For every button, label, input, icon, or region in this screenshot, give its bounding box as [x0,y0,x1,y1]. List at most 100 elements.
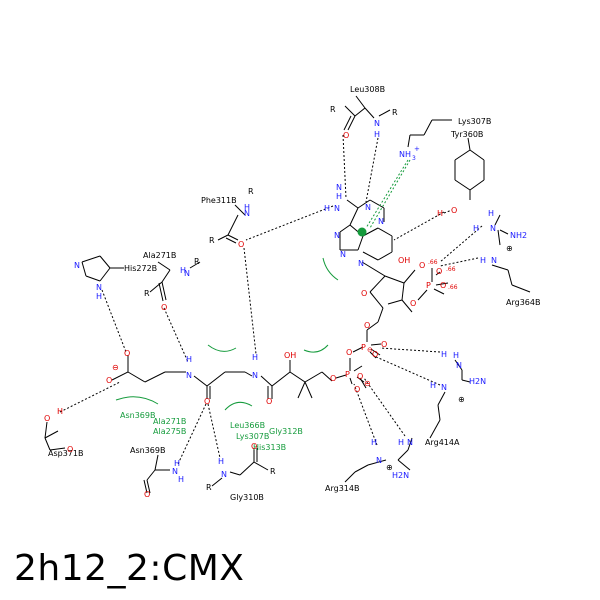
label-tyr360: Tyr360B [450,130,483,139]
label-arg414: Arg414A [425,438,460,447]
atom-r: R [144,289,150,298]
label-asn369: Asn369B [130,446,165,455]
pi-centroid [357,227,367,237]
atom-o: O [361,289,367,298]
atom-n: N [96,283,102,292]
atom-o: O [44,414,50,423]
atom-plus: ⊕ [386,463,393,472]
atom-n: N [244,209,250,218]
atom-n: N [340,250,346,259]
atom-o: O [67,445,73,454]
atom-n: N [376,456,382,465]
atom-h: H [57,407,63,416]
atom-oh: OH [284,351,296,360]
ligand-bonds [111,199,449,399]
label-leu308: Leu308B [350,85,385,94]
atom-nh3: NH [399,150,411,159]
atom-h: H [374,130,380,139]
atom-h: H [437,209,443,218]
atom-h: H [324,204,330,213]
atom-minus: ⊖ [112,363,119,372]
atom-r: R [206,483,212,492]
atom-o: O [238,240,244,249]
atom-h: H [218,457,224,466]
hlabel-his313: His313B [253,443,286,452]
hlabel-ala275: Ala275B [153,427,186,436]
atom-charge: .66 [446,266,456,273]
atom-h: H [480,256,486,265]
atom-n: N [334,231,340,240]
atom-r: R [270,467,276,476]
atom-h: H [336,192,342,201]
residue-labels: Leu308B Lys307B Tyr360B Phe311B Ala271B … [48,85,540,502]
atom-h: H [252,353,258,362]
label-asp371: Asp371B [48,449,83,458]
atom-o: O [144,490,150,499]
hlabel-gly312: Gly312B [269,427,303,436]
atom-o: O [419,261,425,270]
atom-n: N [407,438,413,447]
label-lys307: Lys307B [458,117,491,126]
atom-o: O [410,299,416,308]
atom-o: O [106,376,112,385]
hlabel-ala271: Ala271B [153,417,186,426]
atom-p: P [361,343,366,352]
atom-h: H [244,203,250,212]
atom-h: H [430,381,436,390]
atom-r: R [330,105,336,114]
atom-r: R [194,257,200,266]
atom-h: H [180,266,186,275]
hbonds [59,134,483,465]
atom-h: H [96,292,102,301]
atom-h: H [371,438,377,447]
atom-o: O [346,348,352,357]
atom-plus: ⊕ [458,395,465,404]
hydrophobic-labels: Asn369B Ala271B Ala275B Leu366B Lys307B … [120,411,303,452]
atom-nh2: NH2 [510,231,527,240]
atom-nh3-charge: + [414,145,420,153]
atom-o: O [436,267,442,276]
atom-o: O [124,349,130,358]
atom-labels: R R N H O NH 3 + O H N H H N N N N N N O… [44,105,527,499]
atom-o: O [343,131,349,140]
atom-r: R [209,236,215,245]
atom-o: O [440,281,446,290]
atom-h2n: H2N [392,471,409,480]
atom-o: O [357,372,363,381]
atom-r: R [248,187,254,196]
atom-n: N [358,259,364,268]
atom-h2n: H2N [469,377,486,386]
atom-h: H [398,438,404,447]
atom-n: N [334,204,340,213]
atom-plus: ⊕ [506,244,513,253]
atom-n: N [374,119,380,128]
atom-o: O [354,385,360,394]
atom-n: N [184,269,190,278]
atom-nh3-sub: 3 [412,155,416,162]
residue-bonds [44,95,531,494]
hlabel-leu366: Leu366B [230,421,265,430]
atom-h: H [178,475,184,484]
atom-o: O [251,442,257,451]
hlabel-lys307: Lys307B [236,432,269,441]
atom-h: H [441,350,447,359]
atom-o: O [381,340,387,349]
atom-o: O [161,303,167,312]
atom-n: N [336,183,342,192]
atom-charge: .66 [428,259,438,266]
atom-o: O [372,350,378,359]
label-his272: His272B [124,264,157,273]
atom-charge: .66 [448,284,458,291]
atom-r: R [392,108,398,117]
atom-n: N [186,371,192,380]
hlabel-asn369: Asn369B [120,411,155,420]
atom-h: H [473,224,479,233]
atom-minus: ⊖ [367,346,373,354]
atom-n: N [252,371,258,380]
atom-o: O [266,397,272,406]
atom-n: N [441,383,447,392]
atom-oh: OH [398,256,410,265]
diagram-caption: 2h12_2:CMX [14,548,245,589]
atom-o: O [204,397,210,406]
